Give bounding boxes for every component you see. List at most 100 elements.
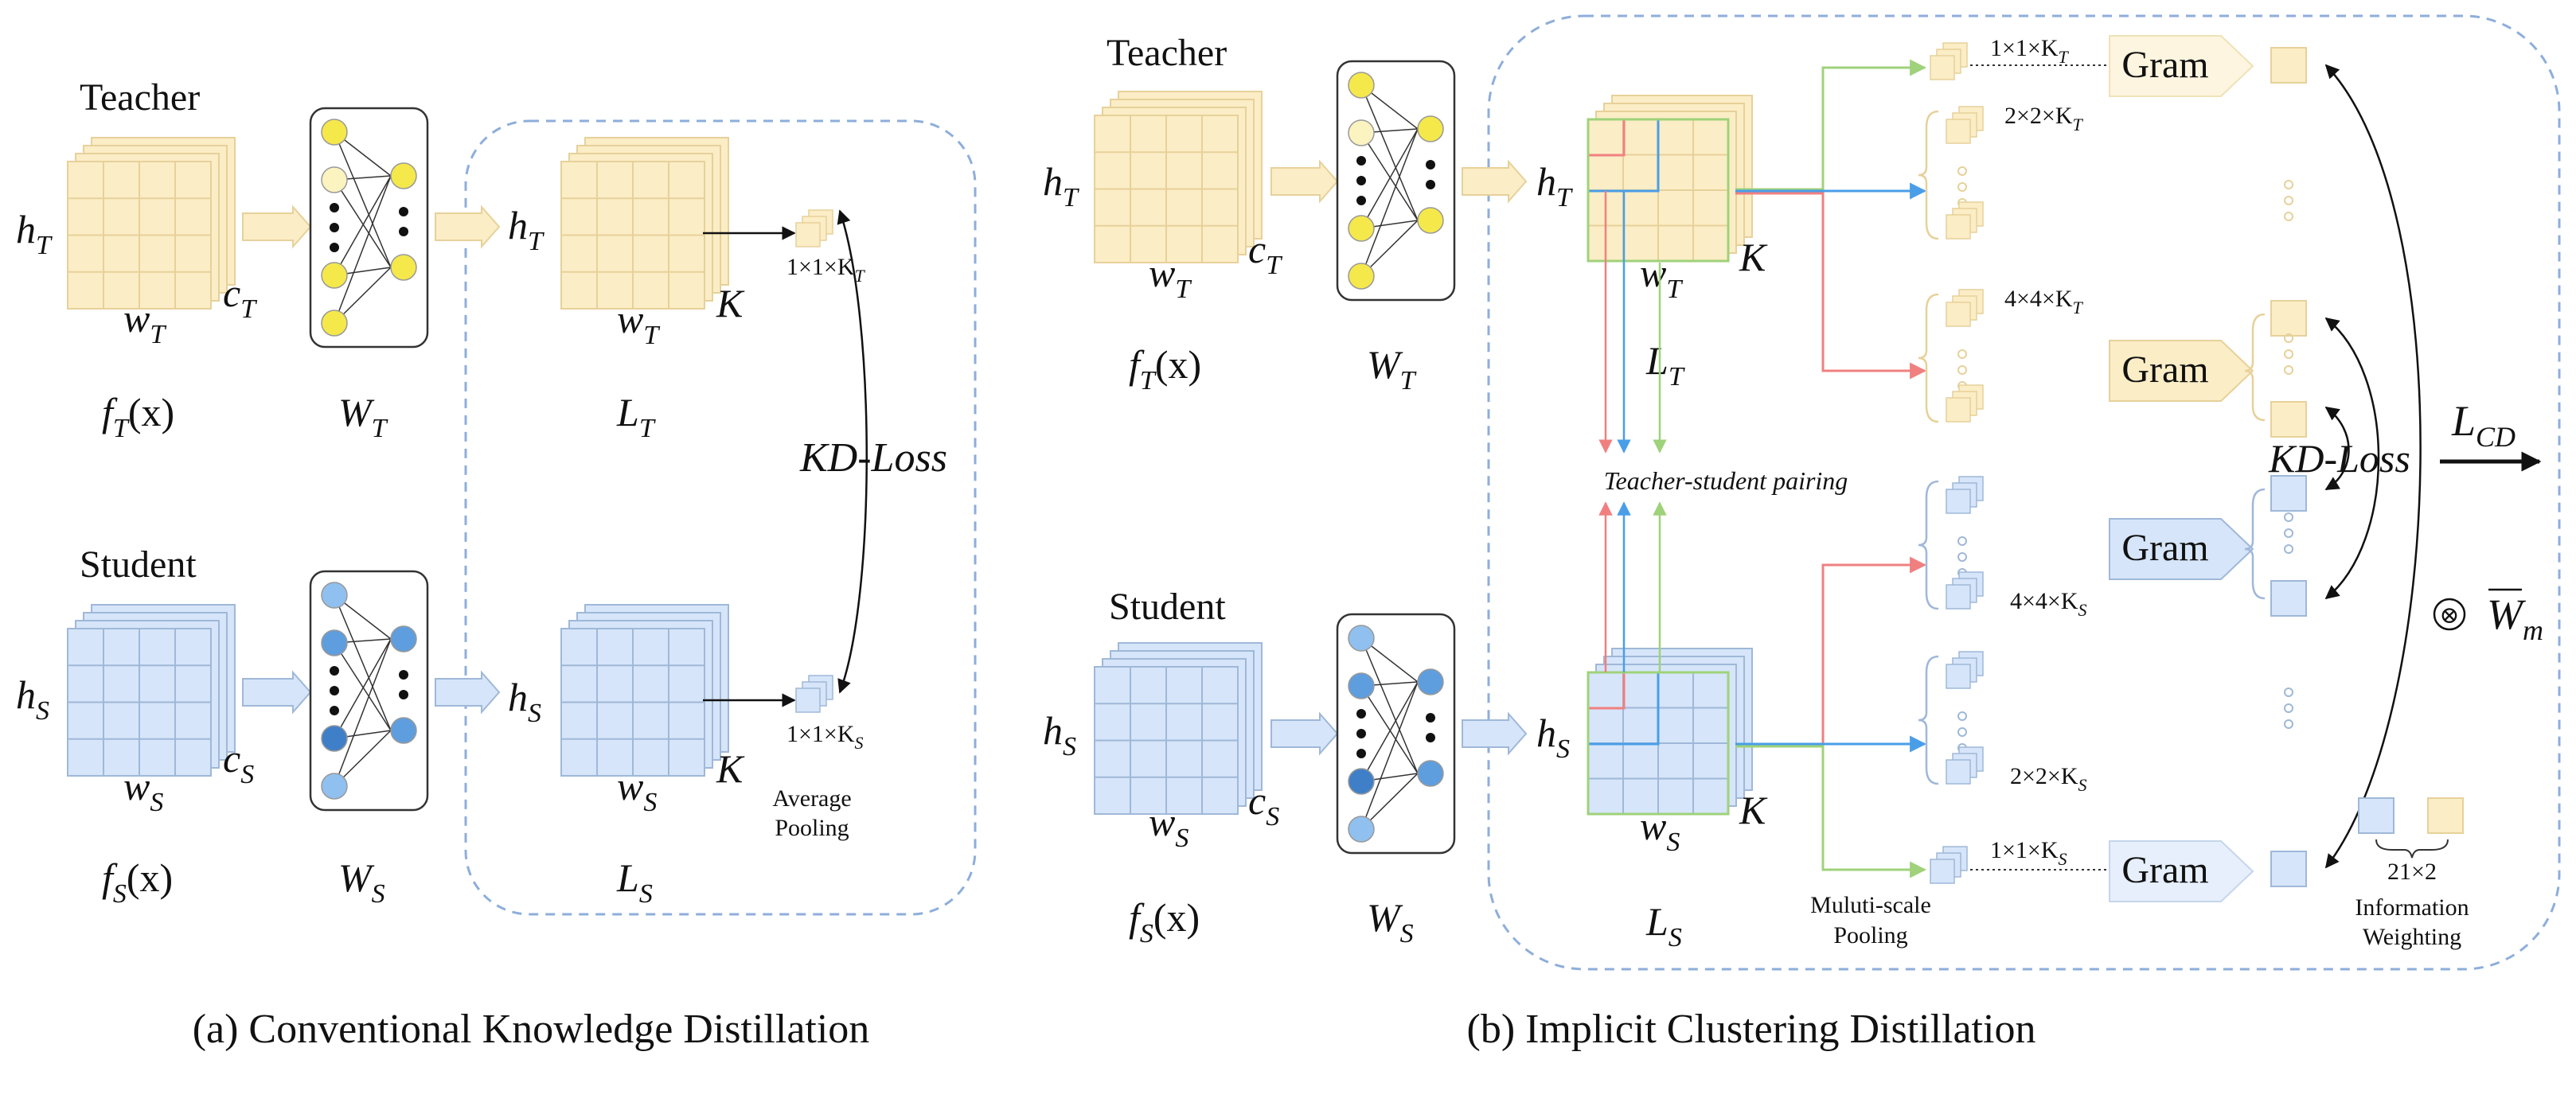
teacher-region-4x4-green (1587, 118, 1730, 263)
information-weighting-line1: Information (2355, 894, 2469, 921)
network-edge (1360, 128, 1419, 229)
gram-block-teacher-mid: Gram (2109, 340, 2254, 402)
ellipsis-dot (2284, 196, 2293, 205)
gram-output-teacher (2270, 401, 2307, 438)
gram-block-teacher-top: Gram (2109, 35, 2254, 97)
block-arrow (435, 670, 501, 715)
student-network-nodes-a (321, 582, 417, 800)
arrow-teacher-network-to-logit-a (435, 204, 501, 249)
info-weight-brace (2375, 839, 2449, 859)
student-network-box-a (309, 570, 429, 812)
caption-b: (b) Implicit Clustering Distillation (1467, 1007, 2036, 1052)
student-title-a: Student (80, 543, 197, 586)
student-pool-2x2-label: 2×2×KS (2010, 763, 2087, 795)
ellipsis-dot (1957, 182, 1967, 192)
teacher-pool-4x4-label: 4×4×KT (2004, 286, 2084, 317)
student-logit-title-a: LS (616, 855, 653, 909)
student-weights-label-a: WS (338, 855, 385, 909)
ellipsis-dot (1957, 536, 1967, 546)
route-teacher-1x1-green (1735, 59, 1927, 191)
teacher-student-pairing-label: Teacher-student pairing (1604, 466, 1848, 495)
student-feature-map-b (1094, 642, 1263, 815)
multiply-icon (2433, 598, 2466, 631)
network-node (390, 717, 417, 744)
network-node (1348, 768, 1375, 795)
ellipsis-dot (1426, 733, 1435, 742)
teacher-title-a: Teacher (80, 76, 200, 119)
long-kd-arrow (2324, 64, 2422, 869)
ellipsis-dot (1356, 176, 1366, 185)
network-node (321, 119, 348, 146)
ellipsis-dot (399, 690, 408, 699)
pooled-cell (1946, 214, 1971, 240)
network-node (390, 254, 417, 281)
ellipsis-dot (2284, 349, 2293, 359)
short-kd-arrow (2324, 406, 2350, 491)
teacher-feature-map-a (67, 137, 236, 310)
ellipsis-dot (1356, 709, 1366, 719)
gram-block-student-mid: Gram (2109, 518, 2254, 580)
pooled-cell (1930, 55, 1955, 80)
brace (1918, 293, 1939, 423)
teacher-network-box-a (309, 107, 429, 349)
network-node (390, 162, 417, 189)
student-pooled-2x2-group (1918, 651, 1984, 785)
student-logit-k-label-a: K (716, 746, 745, 791)
network-node (1348, 672, 1375, 699)
teacher-height-label-b: hT (1043, 159, 1079, 212)
ellipsis-dot (2284, 180, 2293, 189)
network-edge (1360, 681, 1419, 830)
multiply-symbol: ⊗ (2439, 602, 2459, 629)
student-feature-map-a (67, 604, 236, 777)
teacher-function-label-a: fT(x) (102, 390, 174, 443)
arrow-student-to-network-b (1270, 711, 1339, 756)
teacher-function-label-b: fT(x) (1129, 342, 1201, 395)
ellipsis-dot (1957, 349, 1967, 359)
gram-arrow-shape (2109, 840, 2254, 902)
ellipsis-dot (2284, 333, 2293, 343)
student-function-label-a: fS(x) (102, 855, 173, 909)
ellipsis-dot (1356, 749, 1366, 758)
student-pooled-vector-a (795, 675, 833, 713)
teacher-logit-width-label-b: wT (1640, 251, 1683, 304)
gram-label: Gram (2121, 849, 2208, 891)
block-arrow (1462, 159, 1528, 204)
teacher-network-nodes-a (321, 119, 417, 337)
pooled-cell (1946, 119, 1971, 144)
network-edge (334, 131, 392, 268)
network-node (321, 582, 348, 609)
teacher-pooled-2x2-group (1918, 106, 1984, 240)
arrow-student-network-to-logit-a (435, 670, 501, 715)
network-edge (334, 642, 392, 731)
info-weight-student-square (2358, 797, 2395, 834)
network-node (390, 625, 417, 652)
teacher-logit-title-b: LT (1645, 338, 1685, 391)
mid-kd-arrow (2324, 317, 2380, 600)
gram-label: Gram (2121, 349, 2208, 391)
student-logit-width-label-a: wS (617, 764, 657, 817)
teacher-network-nodes-b (1348, 72, 1444, 290)
brace (2244, 313, 2266, 422)
gram-outputs (2244, 47, 2307, 887)
info-weight-count: 21×2 (2387, 859, 2437, 885)
ellipsis-dot (1957, 166, 1967, 176)
ellipsis-dot (330, 223, 339, 232)
student-logit-k-label-b: K (1739, 788, 1768, 832)
teacher-pool-2x2-label: 2×2×KT (2004, 103, 2084, 134)
teacher-logit-title-a: LT (616, 390, 656, 443)
teacher-pool-1x1-label: 1×1×KT (1990, 35, 2070, 67)
network-node (1348, 119, 1375, 146)
teacher-width-label-b: wT (1149, 251, 1192, 304)
ellipsis-dot (399, 207, 408, 216)
ellipsis-dot (1426, 160, 1435, 169)
average-pooling-label-line1-a: Average (772, 785, 851, 812)
pooled-cell (1946, 302, 1971, 327)
network-node (1417, 668, 1444, 695)
student-logit-height-label-a: hS (508, 675, 541, 728)
ellipsis-dot (1426, 180, 1435, 189)
average-pooling-label-line2-a: Pooling (775, 815, 849, 841)
ellipsis-dot (330, 706, 339, 715)
kd-loss-label-b: KD-Loss (2268, 436, 2410, 481)
caption-a: (a) Conventional Knowledge Distillation (193, 1007, 870, 1052)
